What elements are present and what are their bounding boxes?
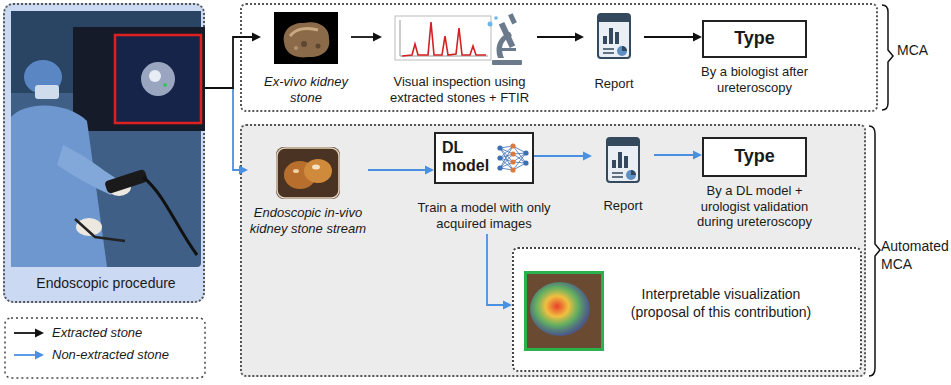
connector-line	[537, 36, 575, 38]
connector-line	[205, 88, 239, 170]
illustration	[394, 10, 526, 66]
arrow-head	[583, 152, 592, 161]
group-label: MCA	[897, 42, 949, 60]
text-slot: MCA	[897, 42, 949, 60]
box-title: Type	[702, 28, 807, 50]
flow-arrow	[534, 152, 592, 161]
flow-arrow	[351, 33, 382, 42]
caption-text: By a DL model + urologist validation dur…	[690, 183, 819, 230]
heat-picture	[524, 271, 604, 351]
legend-sample	[14, 354, 36, 356]
text-slot: Type	[702, 146, 807, 168]
text-slot: DL model	[442, 139, 494, 176]
illustration	[496, 142, 530, 174]
panel-node: Endoscopic procedure	[3, 3, 205, 303]
flow-arrow	[205, 33, 261, 89]
boxed-node: DL modelTrain a model with only acquired…	[434, 132, 534, 234]
group-node: Automated MCAEndoscopic in-vivo kidney s…	[240, 124, 866, 377]
legend-text: Extracted stone	[52, 325, 142, 341]
text-slot: Interpretable visualization (proposal of…	[626, 286, 816, 321]
text-slot: Ex-vivo kidney stone	[261, 74, 351, 105]
caption-text: Interpretable visualization (proposal of…	[626, 286, 816, 321]
text-slot: Visual inspection using extracted stones…	[382, 74, 537, 105]
illustration	[276, 147, 340, 199]
step-node: Report	[592, 132, 654, 216]
text-slot: Automated MCA	[881, 238, 951, 273]
text-slot: Non-extracted stone	[52, 347, 169, 363]
legend-sample	[14, 332, 36, 334]
boxed-node: TypeBy a biologist after ureteroscopy	[702, 20, 807, 98]
illustration	[524, 271, 604, 351]
caption-text: Report	[574, 76, 654, 92]
arrow-head	[252, 33, 261, 42]
caption-text: Train a model with only acquired images	[417, 200, 552, 231]
caption-text: Visual inspection using extracted stones…	[382, 74, 537, 105]
legend-sample	[35, 329, 44, 338]
photo-picture	[5, 5, 207, 305]
flow-arrow	[654, 151, 702, 160]
flow-arrow	[644, 33, 702, 42]
text-slot: Train a model with only acquired images	[417, 200, 552, 231]
flow-arrow	[368, 166, 434, 175]
text-slot: By a DL model + urologist validation dur…	[690, 183, 819, 230]
illustration	[605, 136, 641, 184]
arrow-head	[503, 301, 512, 310]
caption-text: Ex-vivo kidney stone	[261, 74, 351, 105]
box-title: Type	[702, 146, 807, 168]
report-picture	[596, 12, 632, 60]
step-node: Report	[584, 10, 644, 94]
connector-line	[368, 169, 425, 171]
neural-picture	[496, 142, 530, 174]
legend-box	[5, 318, 205, 378]
text-slot: Report	[583, 198, 663, 214]
legend-text: Non-extracted stone	[52, 347, 169, 363]
text-slot: Report	[574, 76, 654, 92]
arrow-head	[575, 33, 584, 42]
text-slot: Type	[702, 28, 807, 50]
stone-picture	[274, 12, 338, 64]
flow-arrow	[205, 88, 248, 175]
bracket	[882, 5, 893, 110]
label-text: Endoscopic procedure	[5, 275, 207, 292]
connector-line	[644, 36, 693, 38]
illustration	[274, 12, 338, 64]
text-slot: By a biologist after ureteroscopy	[690, 64, 819, 95]
group-label: Automated MCA	[881, 238, 951, 273]
prop-node: Interpretable visualization (proposal of…	[512, 247, 862, 372]
connector-line	[534, 155, 583, 157]
arrow-head	[693, 33, 702, 42]
illustration	[596, 12, 632, 60]
text-slot: Endoscopic in-vivo kidney stone stream	[248, 205, 368, 236]
text-slot: Extracted stone	[52, 325, 142, 341]
bracket	[869, 126, 880, 376]
legend-sample	[35, 351, 44, 360]
arrow-head	[239, 166, 248, 175]
boxed-node: TypeBy a DL model + urologist validation…	[702, 137, 807, 232]
connector-line	[351, 36, 373, 38]
arrow-head	[373, 33, 382, 42]
connector-line	[487, 234, 503, 305]
caption-text: Report	[583, 198, 663, 214]
caption-text: By a biologist after ureteroscopy	[690, 64, 819, 95]
step-node: Ex-vivo kidney stone	[261, 10, 351, 108]
report-picture	[605, 136, 641, 184]
connector-line	[205, 37, 252, 88]
kidney-picture	[276, 147, 340, 199]
step-node: Visual inspection using extracted stones…	[382, 10, 537, 108]
arrow-head	[693, 151, 702, 160]
text-slot: Endoscopic procedure	[5, 275, 207, 292]
group-node: MCAEx-vivo kidney stoneVisual inspection…	[240, 3, 878, 112]
illustration	[5, 5, 207, 305]
spectrum-picture	[394, 10, 526, 66]
step-node: Endoscopic in-vivo kidney stone stream	[248, 142, 368, 239]
connector-line	[654, 154, 693, 156]
arrow-head	[425, 166, 434, 175]
flow-arrow	[537, 33, 584, 42]
caption-text: Endoscopic in-vivo kidney stone stream	[248, 205, 368, 236]
box-title: DL model	[442, 139, 494, 176]
flow-arrow	[487, 234, 512, 310]
